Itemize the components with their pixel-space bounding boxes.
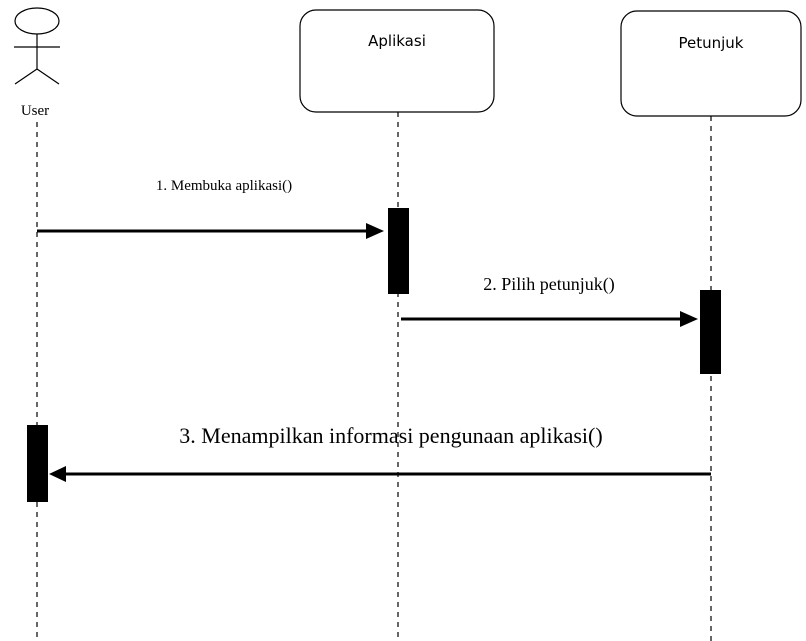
aplikasi-box bbox=[299, 9, 495, 113]
petunjuk-label: Petunjuk bbox=[679, 34, 744, 52]
user-label: User bbox=[21, 103, 49, 119]
message-2-arrowhead bbox=[680, 311, 698, 327]
message-3-arrowhead bbox=[49, 466, 66, 482]
actor-right-leg bbox=[36, 68, 60, 85]
actor-left-leg bbox=[14, 68, 38, 85]
petunjuk-activation bbox=[700, 290, 721, 374]
actor-head bbox=[14, 7, 60, 35]
user-actor: User bbox=[14, 7, 60, 119]
aplikasi-activation bbox=[388, 208, 409, 294]
aplikasi-label: Aplikasi bbox=[368, 32, 426, 50]
message-1: 1. Membuka aplikasi() bbox=[37, 178, 384, 239]
petunjuk-box bbox=[620, 10, 802, 117]
message-2: 2. Pilih petunjuk() bbox=[401, 274, 698, 327]
user-activation bbox=[27, 425, 48, 502]
message-3-label: 3. Menampilkan informasi pengunaan aplik… bbox=[179, 423, 602, 448]
message-2-label: 2. Pilih petunjuk() bbox=[483, 274, 615, 295]
petunjuk-object: Petunjuk bbox=[620, 10, 802, 117]
message-1-label: 1. Membuka aplikasi() bbox=[156, 178, 292, 194]
message-1-arrowhead bbox=[366, 223, 384, 239]
message-3: 3. Menampilkan informasi pengunaan aplik… bbox=[49, 423, 711, 482]
aplikasi-object: Aplikasi bbox=[299, 9, 495, 113]
